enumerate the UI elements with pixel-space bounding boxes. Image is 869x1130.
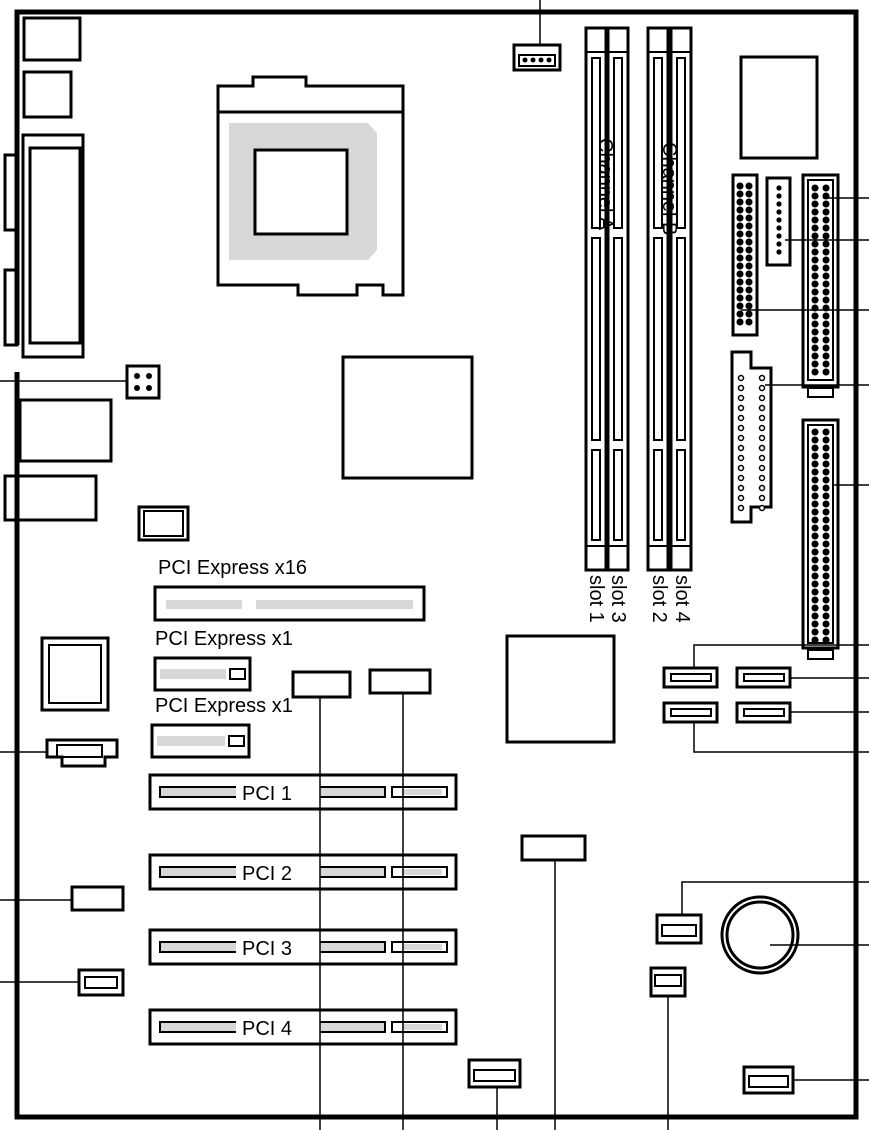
channel-b-label: Channel B — [658, 142, 680, 235]
pci-slot-2[interactable]: PCI 2 — [148, 853, 458, 891]
fan-connectors — [467, 913, 795, 1130]
super-io-chip — [739, 55, 819, 160]
pcie-x16-slot — [153, 585, 426, 622]
dimm-slot-2-label: slot 2 — [648, 575, 670, 623]
pcie-x16-label: PCI Express x16 — [158, 557, 307, 579]
pci-slot-label: PCI 4 — [242, 1018, 292, 1040]
dimm-slot[interactable] — [669, 26, 693, 572]
atx12v-connector — [0, 364, 161, 400]
channel-a-label: Channel A — [594, 138, 616, 231]
dimm-slot[interactable] — [606, 26, 630, 572]
dimm-slot-1-label: slot 1 — [585, 575, 607, 623]
pci-slot-1[interactable]: PCI 1 — [148, 773, 458, 811]
cpu-fan-connector — [512, 0, 562, 72]
sata-connectors — [662, 666, 792, 724]
dimm-slot-4-label: slot 4 — [671, 575, 693, 623]
pci-slot-4[interactable]: PCI 4 — [148, 1008, 458, 1046]
dimm-slot[interactable] — [584, 26, 608, 572]
pcie-x1-b-label: PCI Express x1 — [155, 695, 293, 717]
pcie-x1-slot-2 — [150, 723, 251, 759]
rear-io — [3, 16, 113, 522]
left-components — [0, 636, 125, 997]
cpu-socket — [216, 75, 405, 297]
northbridge-chip — [341, 355, 474, 480]
board-outline — [14, 9, 859, 1120]
small-chip — [137, 505, 190, 542]
right-connectors — [730, 173, 840, 660]
pci-slot-label: PCI 3 — [242, 938, 292, 960]
callout-lines-right — [681, 197, 869, 1081]
pci-slot-label: PCI 1 — [242, 783, 292, 805]
pcie-x1-a-label: PCI Express x1 — [155, 628, 293, 650]
southbridge-chip — [505, 634, 616, 744]
pci-slot-3[interactable]: PCI 3 — [148, 928, 458, 966]
dimm-slot[interactable] — [646, 26, 670, 572]
dimm-slots — [584, 26, 693, 572]
cmos-battery — [720, 895, 800, 975]
pcie-x1-slot-1 — [153, 656, 252, 692]
small-chip-inner — [143, 510, 184, 537]
dimm-slot-3-label: slot 3 — [607, 575, 629, 623]
pci-slot-label: PCI 2 — [242, 863, 292, 885]
pin-headers — [291, 668, 587, 1130]
